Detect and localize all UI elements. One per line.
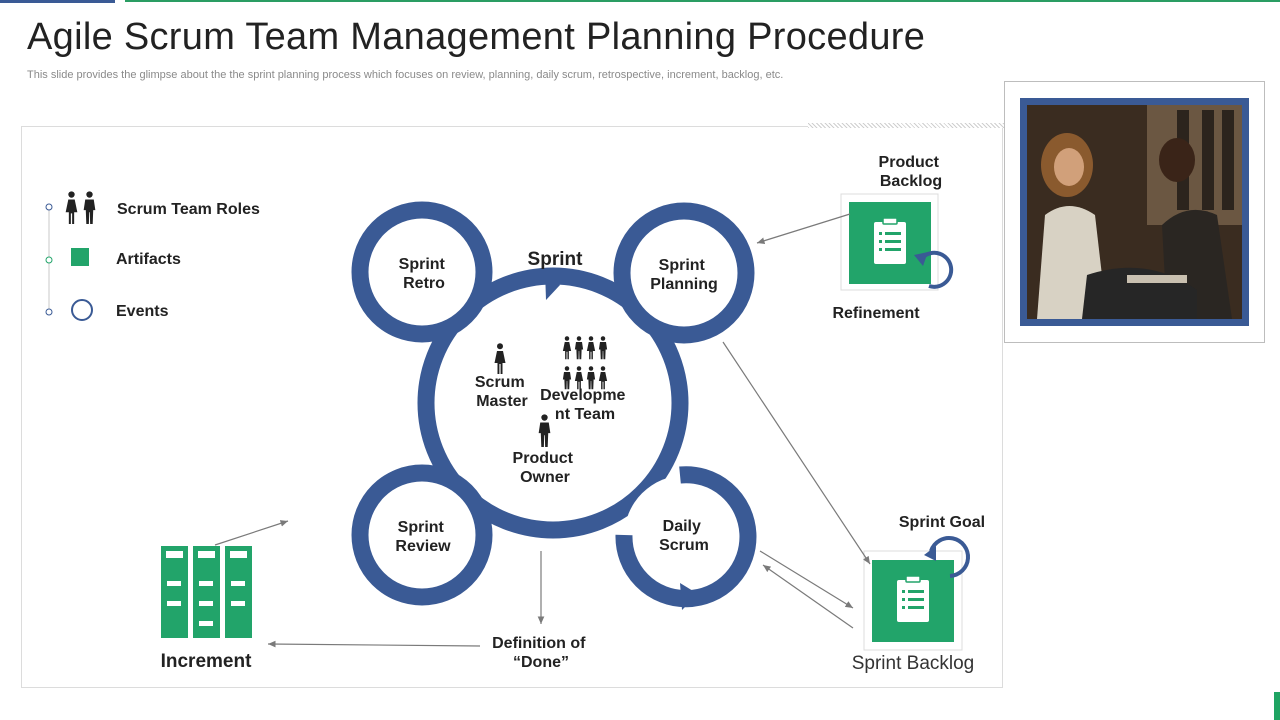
sprint-cycle: Sprint Retro Sprint Planning Sprint Revi… — [351, 201, 757, 610]
development-team-icon — [562, 336, 608, 390]
legend-bullet-dot — [45, 203, 53, 211]
definition-of-done-label: Definition of “Done” — [492, 635, 590, 671]
event-sprint-review: Sprint Review — [351, 464, 493, 606]
legend-label-artifacts: Artifacts — [116, 251, 181, 268]
increment: Increment — [161, 546, 252, 672]
arrow-sprint-backlog-to-daily — [762, 564, 854, 629]
sprint-goal-label: Sprint Goal — [899, 514, 985, 531]
refinement-label: Refinement — [832, 305, 920, 322]
connector-arrows — [214, 213, 871, 648]
development-team-label: Developme nt Team — [540, 387, 630, 423]
event-sprint-planning: Sprint Planning — [613, 202, 755, 344]
photo-frame — [1004, 81, 1265, 343]
sprint-retro-ring — [351, 201, 493, 343]
daily-scrum-label: Daily Scrum — [659, 518, 709, 554]
photo-illustration — [1027, 105, 1242, 319]
scrum-master-label: Scrum Master — [475, 374, 529, 410]
sprint-cycle-arrowhead — [545, 270, 560, 300]
daily-scrum-arrowhead — [680, 583, 698, 610]
product-backlog: Product Backlog Refinement — [832, 154, 954, 322]
sprint-review-label: Sprint Review — [395, 519, 451, 555]
people-icon — [65, 191, 96, 224]
sprint-cycle-ring — [417, 267, 689, 539]
legend-label-events: Events — [116, 303, 169, 320]
legend-label-roles: Scrum Team Roles — [117, 201, 260, 218]
sprint-goal-cycle-icon — [929, 536, 971, 578]
server-rack-icon — [161, 546, 252, 638]
arrow-increment-up — [214, 520, 289, 546]
arrow-backlog-to-planning — [756, 213, 851, 244]
clipboard-icon — [874, 217, 906, 264]
event-daily-scrum: Daily Scrum — [615, 466, 757, 610]
product-owner-label: Product Owner — [513, 450, 578, 486]
legend-bullet-dot — [45, 256, 53, 264]
daily-scrum-ring — [615, 466, 757, 608]
diagram-panel — [21, 126, 1003, 688]
top-accent-line-blue — [0, 0, 115, 3]
slide-title: Agile Scrum Team Management Planning Pro… — [27, 16, 926, 58]
event-sprint-retro: Sprint Retro — [351, 201, 493, 343]
daily-scrum-bg — [624, 475, 748, 599]
sprint-planning-ring — [613, 202, 755, 344]
green-square-icon — [71, 248, 89, 266]
slide-subtitle: This slide provides the glimpse about th… — [27, 69, 784, 81]
legend: Scrum Team Roles Artifacts Events — [45, 191, 260, 321]
scrum-master-icon — [494, 343, 506, 374]
corner-accent — [1274, 692, 1280, 720]
product-owner-icon — [538, 414, 551, 447]
sprint-planning-label: Sprint Planning — [650, 257, 718, 293]
sprint-review-ring — [351, 464, 493, 606]
team-meeting-photo — [1020, 98, 1249, 326]
sprint-backlog-label: Sprint Backlog — [852, 653, 975, 674]
sprint-retro-label: Sprint Retro — [399, 256, 450, 292]
refinement-cycle-icon — [921, 250, 954, 289]
increment-label: Increment — [161, 651, 252, 672]
arrow-done-to-increment — [267, 640, 481, 648]
arrow-planning-to-sprint-backlog — [722, 341, 871, 565]
arrow-daily-to-sprint-backlog — [759, 550, 854, 609]
legend-bullet-dot — [45, 308, 53, 316]
refinement-arrowhead — [914, 252, 928, 266]
sprint-label: Sprint — [528, 249, 584, 270]
top-accent-line-green — [125, 0, 1280, 2]
hatched-divider — [808, 123, 1004, 128]
circle-outline-icon — [71, 299, 93, 321]
product-backlog-label: Product Backlog — [879, 154, 944, 190]
sprint-goal-arrowhead — [924, 546, 936, 561]
clipboard-icon — [897, 575, 929, 622]
sprint-backlog: Sprint Goal Sprint Backlog — [852, 514, 985, 674]
